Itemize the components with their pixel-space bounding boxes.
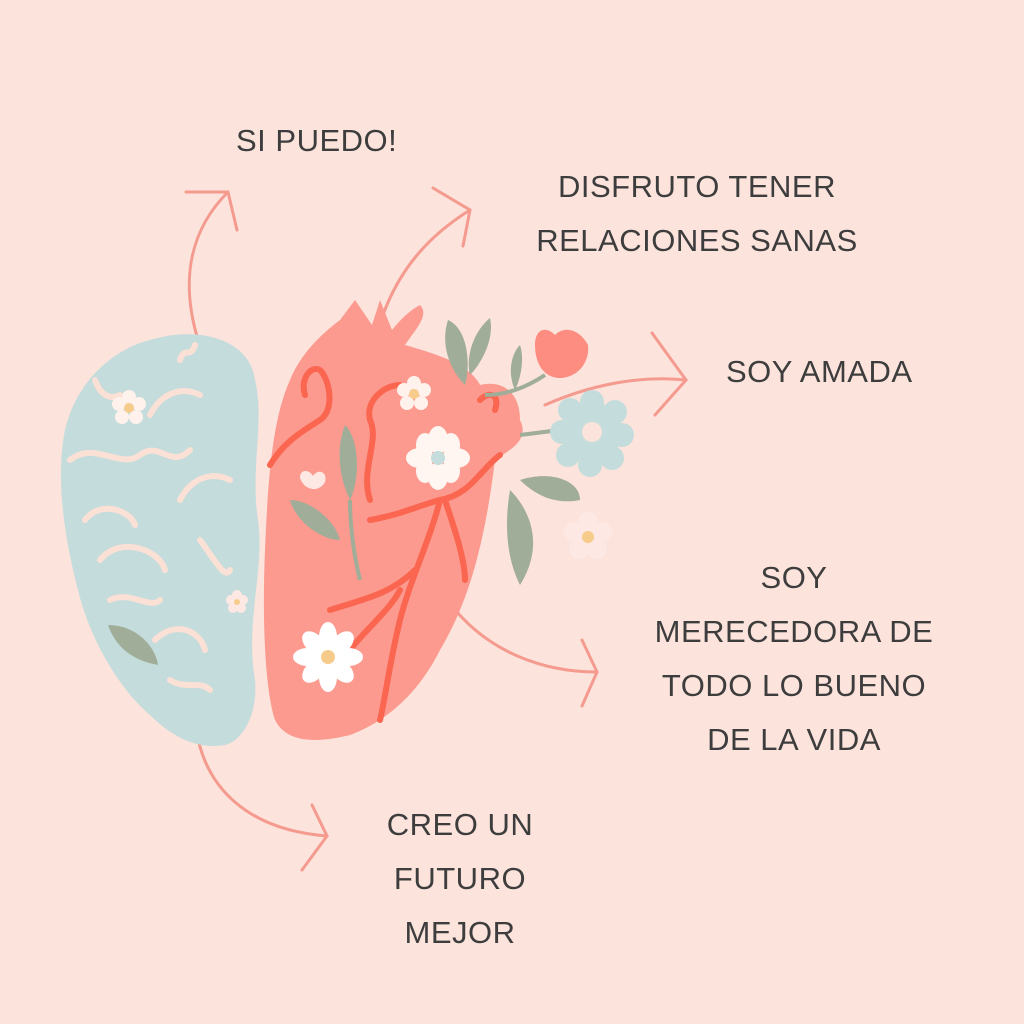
affirmation-line: FUTURO bbox=[393, 861, 527, 896]
affirmation-line: SI PUEDO! bbox=[236, 123, 398, 158]
affirmation-si-puedo: SI PUEDO! bbox=[236, 114, 397, 168]
affirmation-line: RELACIONES SANAS bbox=[536, 223, 858, 258]
blue-flower-icon bbox=[550, 390, 634, 477]
arrow-creo-futuro bbox=[194, 726, 329, 872]
arrow-si-puedo bbox=[184, 190, 239, 342]
leaf-icon bbox=[290, 318, 580, 585]
affirmation-line: SOY bbox=[760, 560, 828, 595]
affirmation-line: TODO LO BUENO bbox=[661, 668, 927, 703]
affirmation-disfruto: DISFRUTO TENER RELACIONES SANAS bbox=[492, 160, 902, 268]
affirmation-line: MERECEDORA DE bbox=[654, 614, 934, 649]
affirmation-line: MEJOR bbox=[404, 915, 516, 950]
arrow-soy-amada bbox=[543, 331, 688, 417]
brain-icon bbox=[60, 334, 260, 746]
affirmation-creo-futuro: CREO UN FUTURO MEJOR bbox=[358, 798, 562, 960]
arrow-disfruto bbox=[375, 186, 472, 335]
affirmation-merecedora: SOY MERECEDORA DE TODO LO BUENO DE LA VI… bbox=[612, 551, 976, 767]
affirmation-line: CREO UN bbox=[386, 807, 534, 842]
tulip-icon bbox=[535, 329, 589, 378]
daisy-icon bbox=[112, 376, 612, 692]
affirmation-line: SOY AMADA bbox=[726, 354, 913, 389]
arrow-merecedora bbox=[455, 610, 599, 708]
affirmation-line: DISFRUTO TENER bbox=[558, 169, 836, 204]
affirmation-line: DE LA VIDA bbox=[707, 722, 881, 757]
affirmation-soy-amada: SOY AMADA bbox=[726, 345, 913, 399]
